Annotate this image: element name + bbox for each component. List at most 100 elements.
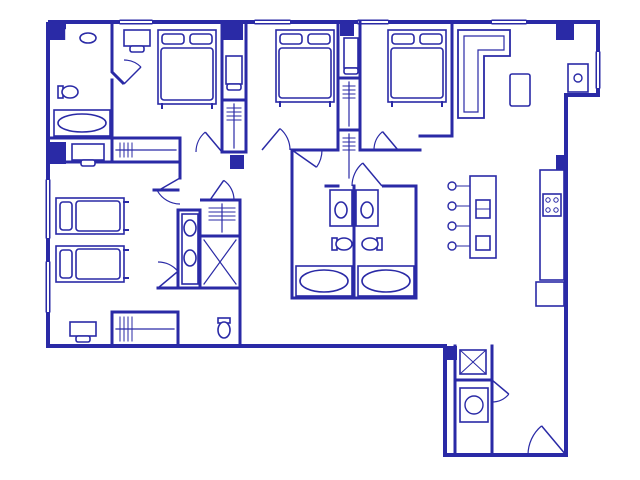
wall-baths-center [290,150,418,300]
pillow [59,249,73,279]
sink-hall-b [183,249,197,267]
desk-chair [129,45,145,53]
door-swing-arc [279,128,291,151]
door-leaf [209,179,225,201]
door-leaf [291,149,318,168]
double-bed-3 [387,29,447,107]
fridge [535,281,565,307]
closet-a [115,142,177,158]
closet-e [115,316,175,342]
burner [545,197,551,203]
single-bed-2 [55,245,129,283]
kitchen-island [447,175,497,259]
sink-basin [183,219,197,237]
bar-stool-4 [447,241,457,251]
pillow [189,33,213,45]
bathtub-left [53,109,111,137]
burner [553,207,559,213]
tub-basin [299,269,349,293]
door-swing-arc [156,190,181,205]
desk-top [225,55,243,85]
door-hall-bath [209,179,235,201]
desk-top [343,37,359,69]
door-bath-center-b [351,162,383,187]
door-bed4-bottom [157,261,179,289]
wall-bath-left-top [110,22,126,86]
bathtub-center-b [357,265,415,297]
sofa-body [457,29,511,119]
door-swing-arc [527,425,542,456]
shower-drain-line [203,239,237,285]
door-leaf [491,379,510,395]
single-bed-1 [55,197,129,235]
door-swing-arc [123,59,142,68]
toilet-bowl [217,321,231,339]
pillow [161,33,185,45]
structural-column [48,22,66,40]
structural-column [556,155,566,171]
structural-column [223,22,243,40]
stove-top [542,193,562,217]
desk-top [69,321,97,337]
door-bath-center-a [291,149,323,168]
desk-1 [123,29,151,53]
tub-basin [361,269,411,293]
desk-4 [71,143,105,167]
door-leaf [204,131,223,153]
pillow [279,33,303,45]
sink-center-b [360,201,374,219]
washer-x [459,349,487,375]
desk-chair [80,159,96,167]
washer-dryer [459,349,489,423]
sink-center-a [334,201,348,219]
sink-basin [360,201,374,219]
double-bed-2 [275,29,335,107]
door-swing-arc [491,393,510,403]
door-bed2 [261,128,291,151]
closet-b [226,103,242,149]
sink-left [79,32,97,44]
walls [45,19,601,457]
sink-basin [183,249,197,267]
door-bed3 [373,131,399,151]
structural-column [556,22,574,40]
door-swing-arc [157,261,179,272]
coffee-table [509,73,531,107]
door-leaf [362,162,383,187]
pillow [419,33,443,45]
toilet-bowl [361,237,379,251]
desk-chair [343,67,359,75]
desk-2 [225,55,243,91]
toilet-center-a [331,237,353,251]
kitchen-counter [539,169,565,281]
door-leaf [157,270,179,289]
tv-console [567,63,589,93]
tv-screen [573,73,583,83]
toilet-bowl [61,85,79,99]
pillow [391,33,415,45]
burner [545,207,551,213]
dishwasher [475,235,491,251]
toilet-hall [217,317,231,339]
door-laundry [491,379,510,403]
desk-5 [69,321,97,343]
blanket [75,200,121,232]
sofa-cushions [463,35,505,113]
door-leaf [157,177,181,192]
structural-column [340,22,354,36]
blanket [75,248,121,280]
door-bath-left [123,59,142,85]
door-leaf [261,128,281,151]
bar-stool-3 [447,221,457,231]
bathtub-center-a [295,265,353,297]
blanket [390,47,444,99]
double-bed-1 [157,29,217,109]
door-swing-arc [373,131,383,151]
door-swing-arc [351,162,364,187]
toilet-center-b [361,237,383,251]
blanket [160,47,214,101]
structural-column [48,142,66,164]
door-leaf [123,66,142,85]
desk-3 [343,37,359,75]
